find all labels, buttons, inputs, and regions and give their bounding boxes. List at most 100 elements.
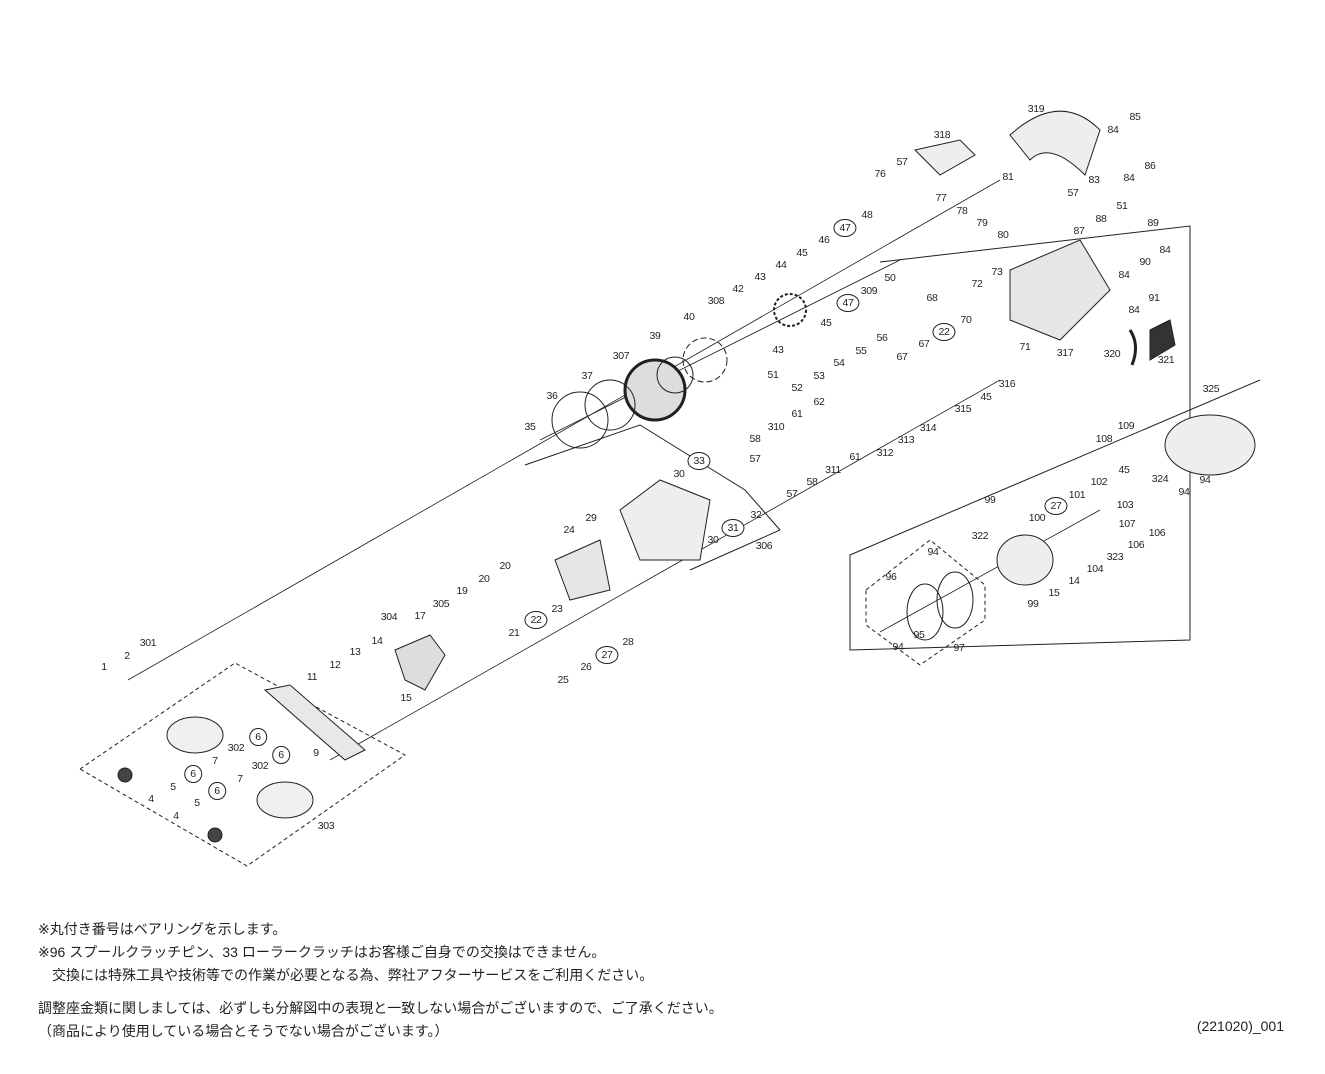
part-label: 7 xyxy=(237,773,243,785)
part-label: 84 xyxy=(1118,269,1130,281)
bearing-part-label: 47 xyxy=(836,294,860,312)
note-non-replaceable-parts: ※96 スプールクラッチピン、33 ローラークラッチはお客様ご自身での交換はでき… xyxy=(38,944,606,960)
part-label: 32 xyxy=(750,509,762,521)
part-label: 48 xyxy=(861,209,873,221)
part-label: 55 xyxy=(855,345,867,357)
part-label: 313 xyxy=(897,434,915,446)
bearing-part-label: 6 xyxy=(272,746,290,764)
part-label: 67 xyxy=(918,338,930,350)
part-label: 106 xyxy=(1148,527,1166,539)
part-label: 13 xyxy=(349,646,361,658)
part-label: 308 xyxy=(707,295,725,307)
part-label: 30 xyxy=(707,534,719,546)
part-label: 58 xyxy=(749,433,761,445)
part-label: 89 xyxy=(1147,217,1159,229)
part-label: 26 xyxy=(580,661,592,673)
part-label: 23 xyxy=(551,603,563,615)
part-label: 57 xyxy=(1067,187,1079,199)
part-label: 94 xyxy=(1178,486,1190,498)
part-label: 100 xyxy=(1028,512,1046,524)
part-label: 9 xyxy=(313,747,319,759)
part-label: 43 xyxy=(772,344,784,356)
part-label: 45 xyxy=(1118,464,1130,476)
part-label: 83 xyxy=(1088,174,1100,186)
part-label: 95 xyxy=(913,629,925,641)
part-label: 67 xyxy=(896,351,908,363)
part-label: 77 xyxy=(935,192,947,204)
part-label: 106 xyxy=(1127,539,1145,551)
part-label: 61 xyxy=(849,451,861,463)
part-label: 312 xyxy=(876,447,894,459)
part-label: 70 xyxy=(960,314,972,326)
part-label: 81 xyxy=(1002,171,1014,183)
note-adjustment-washers: 調整座金類に関しましては、必ずしも分解図中の表現と一致しない場合がございますので… xyxy=(38,1000,723,1016)
part-label: 15 xyxy=(400,692,412,704)
part-label: 7 xyxy=(212,755,218,767)
part-label: 57 xyxy=(896,156,908,168)
part-label: 29 xyxy=(585,512,597,524)
part-label: 20 xyxy=(499,560,511,572)
part-label: 51 xyxy=(767,369,779,381)
part-label: 99 xyxy=(984,494,996,506)
note-after-service: 交換には特殊工具や技術等での作業が必要となる為、弊社アフターサービスをご利用くだ… xyxy=(52,967,654,983)
part-label: 39 xyxy=(649,330,661,342)
part-label: 94 xyxy=(1199,474,1211,486)
bearing-part-label: 6 xyxy=(184,765,202,783)
part-label: 62 xyxy=(813,396,825,408)
part-label: 94 xyxy=(892,641,904,653)
part-label: 321 xyxy=(1157,354,1175,366)
part-label: 71 xyxy=(1019,341,1031,353)
part-label: 88 xyxy=(1095,213,1107,225)
part-label: 84 xyxy=(1123,172,1135,184)
part-label: 61 xyxy=(791,408,803,420)
part-label: 301 xyxy=(139,637,157,649)
part-label: 102 xyxy=(1090,476,1108,488)
part-label: 317 xyxy=(1056,347,1074,359)
bearing-part-label: 27 xyxy=(1044,497,1068,515)
bearing-part-label: 6 xyxy=(249,728,267,746)
part-label: 36 xyxy=(546,390,558,402)
part-label: 306 xyxy=(755,540,773,552)
part-label: 37 xyxy=(581,370,593,382)
part-label: 57 xyxy=(786,488,798,500)
part-label: 57 xyxy=(749,453,761,465)
document-code: (221020)_001 xyxy=(1196,1018,1284,1034)
part-label: 79 xyxy=(976,217,988,229)
bearing-part-label: 31 xyxy=(721,519,745,537)
part-label: 99 xyxy=(1027,598,1039,610)
part-label: 14 xyxy=(1068,575,1080,587)
part-label: 314 xyxy=(919,422,937,434)
frame-bracket xyxy=(849,225,1261,651)
bearing-part-label: 22 xyxy=(524,611,548,629)
part-label: 316 xyxy=(998,378,1016,390)
part-label: 51 xyxy=(1116,200,1128,212)
bearing-part-label: 27 xyxy=(595,646,619,664)
part-label: 309 xyxy=(860,285,878,297)
part-label: 323 xyxy=(1106,551,1124,563)
part-label: 30 xyxy=(673,468,685,480)
part-label: 11 xyxy=(306,671,318,683)
part-label: 53 xyxy=(813,370,825,382)
part-label: 86 xyxy=(1144,160,1156,172)
part-label: 40 xyxy=(683,311,695,323)
part-label: 311 xyxy=(825,464,841,476)
part-label: 85 xyxy=(1129,111,1141,123)
bearing-part-label: 22 xyxy=(932,323,956,341)
part-label: 101 xyxy=(1068,489,1086,501)
part-label: 307 xyxy=(612,350,630,362)
notes-section: ※丸付き番号はベアリングを示します。 ※96 スプールクラッチピン、33 ローラ… xyxy=(38,918,723,1043)
part-label: 42 xyxy=(732,283,744,295)
part-label: 17 xyxy=(414,610,426,622)
part-label: 325 xyxy=(1202,383,1220,395)
part-label: 84 xyxy=(1128,304,1140,316)
part-label: 78 xyxy=(956,205,968,217)
part-label: 108 xyxy=(1095,433,1113,445)
part-label: 45 xyxy=(820,317,832,329)
part-label: 15 xyxy=(1048,587,1060,599)
part-label: 97 xyxy=(953,642,965,654)
part-label: 320 xyxy=(1103,348,1121,360)
part-label: 4 xyxy=(173,810,179,822)
part-label: 24 xyxy=(563,524,575,536)
part-label: 73 xyxy=(991,266,1003,278)
part-label: 4 xyxy=(148,793,154,805)
